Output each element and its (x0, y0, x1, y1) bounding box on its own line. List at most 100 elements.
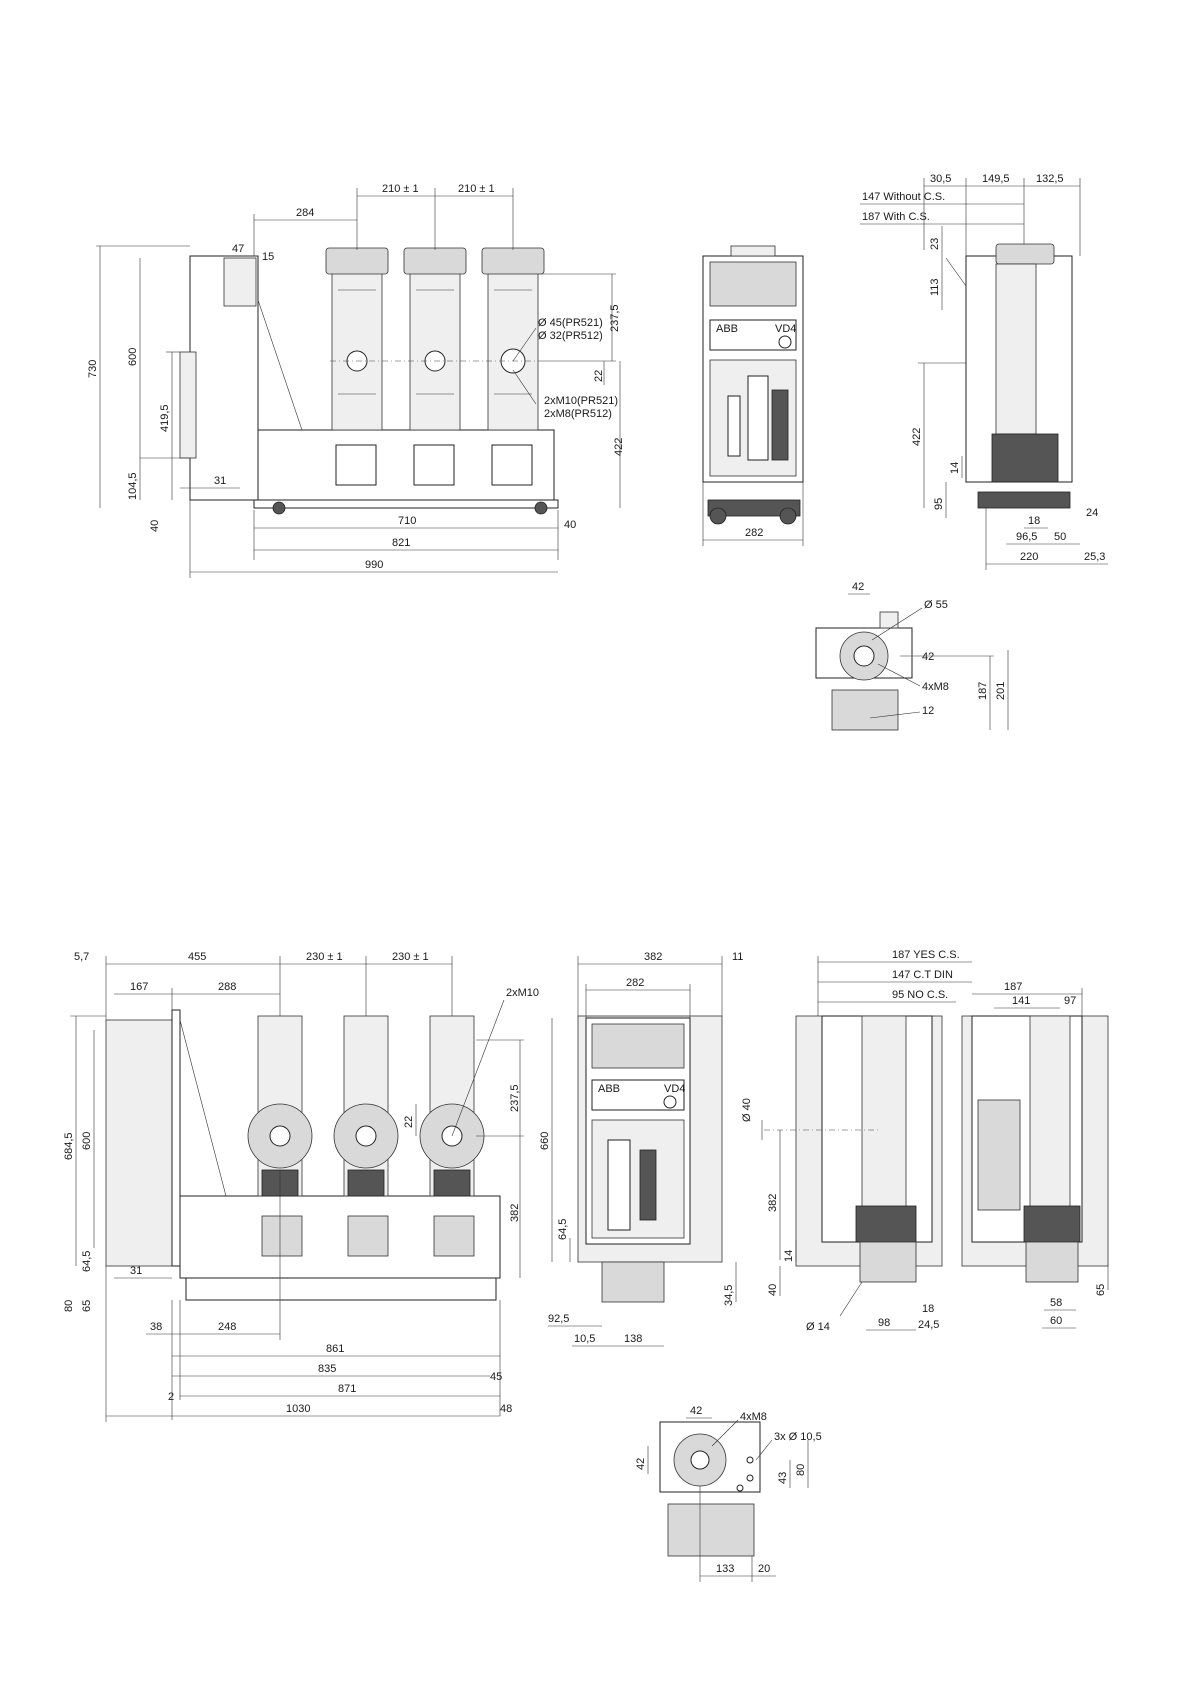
dim-210-b: 210 ± 1 (458, 183, 495, 195)
bottom-front-operating-panel (591, 1119, 685, 1239)
top-right-view: 30,5 149,5 132,5 147 Without C.S. 187 Wi… (860, 173, 1108, 570)
dim-98: 98 (878, 1317, 890, 1329)
dim-187-right: 187 (1004, 981, 1022, 993)
dim-22-bottom: 22 (403, 1116, 415, 1128)
dim-50: 50 (1054, 531, 1066, 543)
bottom-side-truck (185, 1277, 497, 1301)
dim-138: 138 (624, 1333, 642, 1345)
bottom-side-pole-1 (247, 1015, 313, 1257)
note-m10: 2xM10(PR521) (544, 395, 618, 407)
bottom-front-knob (663, 1095, 677, 1109)
dim-282-front: 282 (626, 977, 644, 989)
dim-25-3: 25,3 (1084, 551, 1105, 563)
dim-422-right: 422 (911, 428, 923, 446)
top-detail-base (831, 689, 899, 731)
top-front-knob (778, 335, 792, 349)
dim-230-b: 230 ± 1 (392, 951, 429, 963)
dim-14: 14 (949, 462, 961, 474)
dim-455: 455 (188, 951, 206, 963)
dim-230-a: 230 ± 1 (306, 951, 343, 963)
dim-detail-b-10-5: 3x Ø 10,5 (774, 1431, 822, 1443)
top-front-vd4-label: VD4 (775, 323, 796, 335)
dim-5-7: 5,7 (74, 951, 89, 963)
dim-10-5: 10,5 (574, 1333, 595, 1345)
top-side-wheel-left (272, 501, 286, 515)
dim-97: 97 (1064, 995, 1076, 1007)
dim-141: 141 (1012, 995, 1030, 1007)
dim-detail-42-a: 42 (852, 581, 864, 593)
dim-92-5: 92,5 (548, 1313, 569, 1325)
dim-147-without-cs: 147 Without C.S. (862, 191, 945, 203)
dim-96-5: 96,5 (1016, 531, 1037, 543)
bottom-detail-base (667, 1503, 755, 1557)
dim-30-5: 30,5 (930, 173, 951, 185)
bottom-front-abb-logo: ABB (598, 1083, 620, 1095)
dim-660: 660 (539, 1132, 551, 1150)
top-right-truck (977, 491, 1071, 509)
top-front-aux-compartment (709, 261, 797, 307)
dim-861: 861 (326, 1343, 344, 1355)
top-front-truck (707, 499, 801, 517)
dim-710: 710 (398, 515, 416, 527)
dim-2: 2 (168, 1391, 174, 1403)
dim-80: 80 (63, 1300, 75, 1312)
dim-40-vert: 40 (149, 520, 161, 532)
dim-600: 600 (127, 348, 139, 366)
note-d32: Ø 32(PR512) (538, 330, 603, 342)
dim-detail-201: 201 (995, 682, 1007, 700)
top-front-abb-logo: ABB (716, 323, 738, 335)
dim-40-horiz: 40 (564, 519, 576, 531)
top-side-view: 210 ± 1 210 ± 1 284 47 15 730 600 419,5 … (87, 183, 625, 578)
bottom-side-pole-2 (333, 1015, 399, 1257)
dim-31-bottom: 31 (130, 1265, 142, 1277)
dim-95-no-cs: 95 NO C.S. (892, 989, 948, 1001)
dim-18-right: 18 (922, 1303, 934, 1315)
dim-248: 248 (218, 1321, 236, 1333)
dim-65: 65 (81, 1300, 93, 1312)
dim-422: 422 (613, 438, 625, 456)
top-front-view: ABB VD4 282 (702, 245, 804, 546)
bottom-side-door (105, 1019, 173, 1267)
dim-40-right: 40 (767, 1284, 779, 1296)
note-m8: 2xM8(PR512) (544, 408, 612, 420)
dim-34-5: 34,5 (723, 1285, 735, 1306)
dim-132-5: 132,5 (1036, 173, 1064, 185)
dim-31: 31 (214, 475, 226, 487)
bottom-side-view: 5,7 455 230 ± 1 230 ± 1 167 288 2xM10 68… (63, 951, 539, 1422)
dim-95: 95 (933, 498, 945, 510)
dim-48: 48 (500, 1403, 512, 1415)
dim-d14: Ø 14 (806, 1321, 830, 1333)
dim-821: 821 (392, 537, 410, 549)
dim-1030: 1030 (286, 1403, 310, 1415)
dim-600-bottom: 600 (81, 1132, 93, 1150)
dim-45: 45 (490, 1371, 502, 1383)
dim-detail-b-42-a: 42 (690, 1405, 702, 1417)
dim-147-ct-din: 147 C.T DIN (892, 969, 953, 981)
dim-210-a: 210 ± 1 (382, 183, 419, 195)
dim-detail-b-80: 80 (795, 1464, 807, 1476)
dim-d40: Ø 40 (741, 1098, 753, 1122)
dim-11: 11 (732, 951, 743, 963)
dim-284: 284 (296, 207, 314, 219)
dim-detail-b-43: 43 (777, 1472, 789, 1484)
dim-237-5-bottom: 237,5 (509, 1084, 521, 1112)
top-side-aux-box (223, 257, 257, 307)
dim-990: 990 (365, 559, 383, 571)
dim-detail-b-4xm8: 4xM8 (740, 1411, 767, 1423)
note-d45: Ø 45(PR521) (538, 317, 603, 329)
dim-detail-187: 187 (977, 682, 989, 700)
dim-14-right: 14 (783, 1250, 795, 1262)
dim-684-5: 684,5 (63, 1132, 75, 1160)
dim-detail-12: 12 (922, 705, 934, 717)
dim-419-5: 419,5 (159, 404, 171, 432)
dim-detail-b-42-b: 42 (635, 1458, 647, 1470)
dim-149-5: 149,5 (982, 173, 1010, 185)
bottom-right-views: 187 YES C.S. 147 C.T DIN 95 NO C.S. Ø 40… (741, 949, 1109, 1333)
dim-288: 288 (218, 981, 236, 993)
top-detail-view: 42 Ø 55 42 4xM8 12 187 201 (815, 581, 1009, 731)
bottom-front-truck (601, 1261, 665, 1303)
dim-220: 220 (1020, 551, 1038, 563)
dim-382-right: 382 (767, 1194, 779, 1212)
dim-187-with-cs: 187 With C.S. (862, 211, 930, 223)
